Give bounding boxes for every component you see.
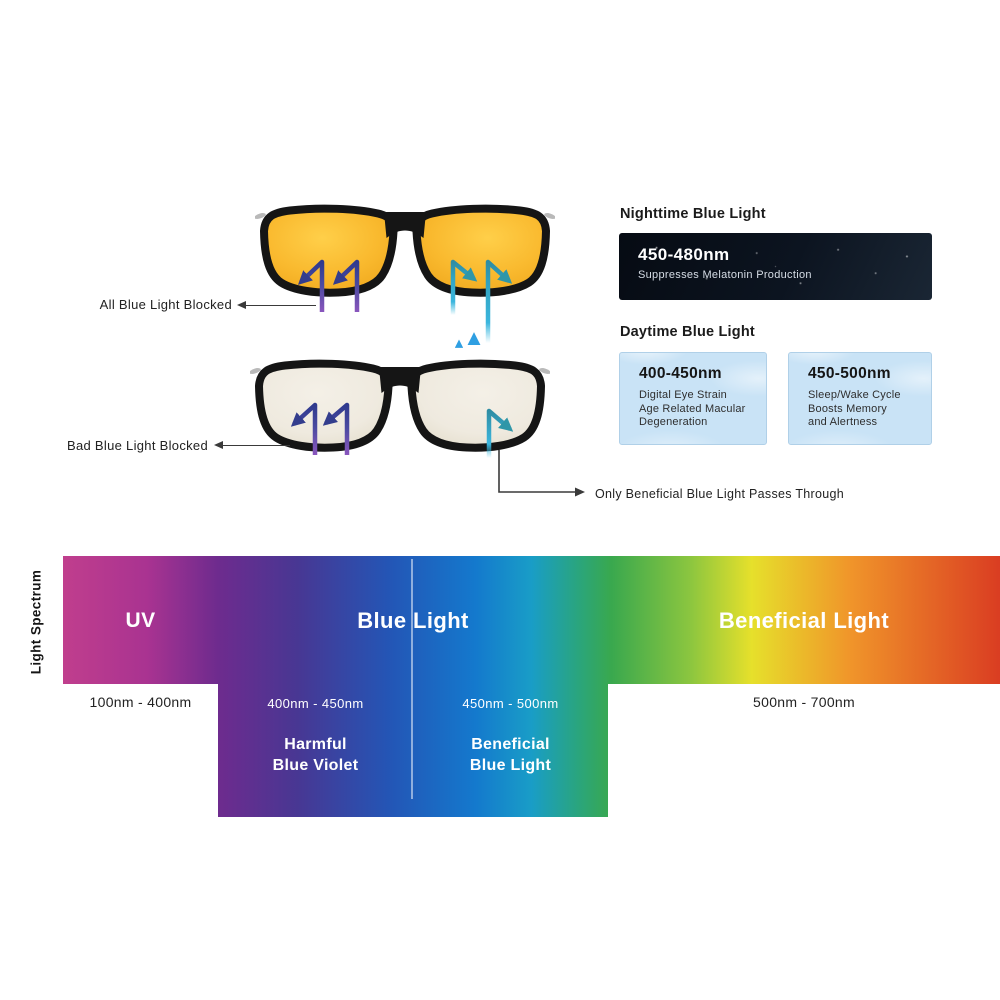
- blocked-bounce-arrow-icon: [450, 259, 478, 315]
- nighttime-description: Suppresses Melatonin Production: [638, 269, 812, 281]
- daytime-line: Degeneration: [639, 416, 708, 428]
- blocked-bounce-arrow-icon: [332, 259, 360, 312]
- daytime-card-400-450: 400-450nm Digital Eye Strain Age Related…: [619, 352, 767, 445]
- blocked-bounce-arrow-icon: [486, 408, 514, 458]
- glasses-frame: [250, 359, 550, 452]
- spectrum-section-uv-label: UV: [125, 609, 156, 632]
- daytime-line: Digital Eye Strain: [639, 389, 727, 401]
- nighttime-card: 450-480nm Suppresses Melatonin Productio…: [619, 233, 932, 300]
- amber-glasses-icon: [255, 204, 555, 343]
- nighttime-heading: Nighttime Blue Light: [620, 206, 766, 222]
- left-arrow-connector-icon: [237, 301, 316, 309]
- daytime-line: Boosts Memory: [808, 402, 888, 415]
- sub-name-line: Blue Violet: [272, 757, 359, 774]
- spectrum-side-label: Light Spectrum: [28, 569, 44, 675]
- harmful-blue-range-label: 400nm - 450nm: [267, 696, 364, 711]
- passthrough-label: Only Beneficial Blue Light Passes Throug…: [595, 487, 845, 501]
- harmful-blue-name: Harmful Blue Violet: [218, 734, 413, 776]
- elbow-arrow-connector-icon: [498, 450, 585, 497]
- connector-line: [246, 304, 316, 306]
- sub-name-line: Beneficial: [471, 736, 550, 753]
- clear-glasses-icon: [250, 332, 550, 465]
- daytime-card-text: Digital Eye Strain Age Related Macular D…: [639, 389, 766, 430]
- daytime-line: Age Related Macular: [639, 402, 746, 415]
- blocked-bounce-arrow-icon: [322, 402, 350, 455]
- arrowhead-right-icon: [575, 487, 585, 497]
- nighttime-range: 450-480nm: [638, 245, 730, 264]
- blocked-bounce-arrow-icon: [485, 259, 513, 343]
- daytime-line: and Alertness: [808, 416, 878, 428]
- bad-blue-light-blocked-label: Bad Blue Light Blocked: [66, 438, 208, 453]
- glasses-frame: [255, 204, 555, 297]
- blocked-bounce-arrow-icon: [297, 259, 325, 312]
- connector-line: [223, 444, 290, 446]
- daytime-card-450-500: 450-500nm Sleep/Wake Cycle Boosts Memory…: [788, 352, 932, 445]
- spectrum-section-beneficial-label: Beneficial Light: [718, 608, 890, 633]
- daytime-card-text: Sleep/Wake Cycle Boosts Memory and Alert…: [808, 389, 931, 430]
- arrowhead-left-icon: [214, 441, 223, 449]
- daytime-line: Sleep/Wake Cycle: [808, 389, 901, 401]
- arrowhead-left-icon: [237, 301, 246, 309]
- beneficial-blue-name: Beneficial Blue Light: [413, 734, 608, 776]
- all-blue-light-blocked-label: All Blue Light Blocked: [99, 297, 232, 312]
- blocked-bounce-arrow-icon: [290, 402, 318, 455]
- beneficial-blue-range-label: 450nm - 500nm: [462, 696, 559, 711]
- daytime-range: 450-500nm: [808, 365, 891, 382]
- beneficial-range-label: 500nm - 700nm: [753, 694, 855, 710]
- daytime-range: 400-450nm: [639, 365, 722, 382]
- sub-name-line: Harmful: [284, 736, 347, 753]
- spectrum-blue-extension: [218, 556, 608, 817]
- spectrum-divider-line: [411, 559, 413, 799]
- sub-name-line: Blue Light: [469, 757, 552, 774]
- left-arrow-connector-icon: [214, 441, 290, 449]
- spectrum-section-blue-label: Blue Light: [357, 608, 469, 633]
- uv-range-label: 100nm - 400nm: [89, 694, 192, 710]
- daytime-heading: Daytime Blue Light: [620, 324, 755, 340]
